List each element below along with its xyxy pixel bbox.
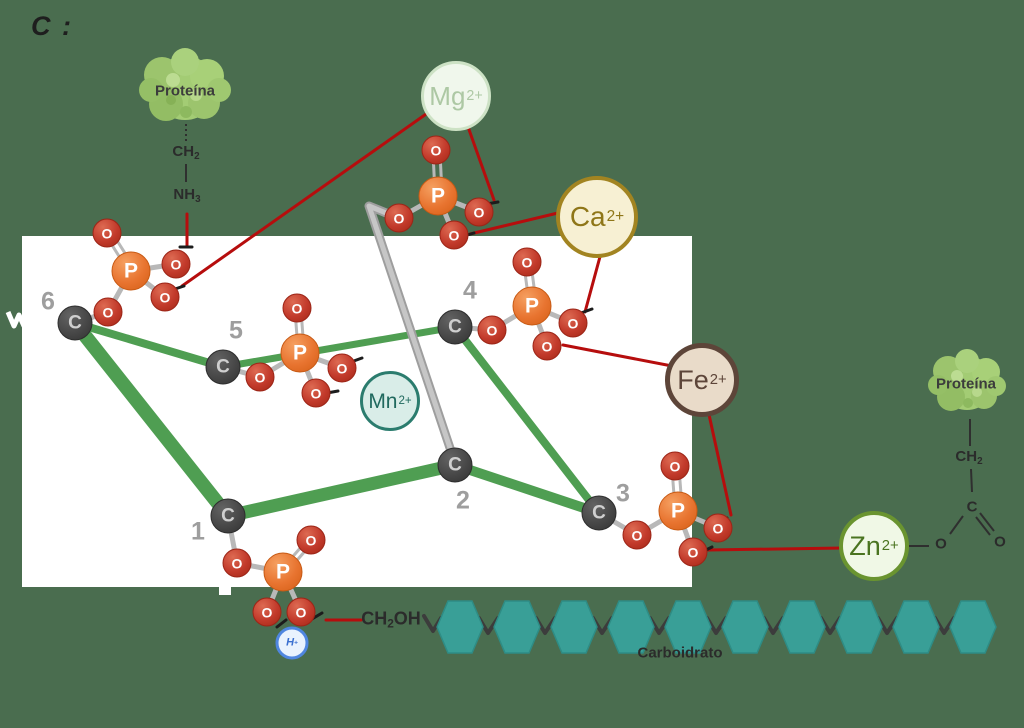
oxygen-atom: O (660, 451, 690, 481)
oxygen-atom: O (282, 293, 312, 323)
ring-number-1: 1 (191, 517, 205, 546)
oxygen-atom: O (296, 525, 326, 555)
proton-circle: H+ (275, 626, 309, 660)
oxygen-atom: O (92, 218, 122, 248)
oxygen-atom: O (327, 353, 357, 383)
oxygen-atom: O (703, 513, 733, 543)
oxygen-atom: O (512, 247, 542, 277)
oxygen-atom: O (477, 315, 507, 345)
nh3-group: NH3 (173, 186, 201, 205)
protein-blob-left (139, 48, 231, 121)
oxygen-atom: O (150, 282, 180, 312)
carbohydrate-unit (778, 600, 826, 654)
ring-number-2: 2 (456, 486, 470, 515)
carbohydrate-unit (721, 600, 769, 654)
carbohydrate-unit (892, 600, 940, 654)
mg-symbol: Mg (429, 81, 466, 111)
coordination-lines (180, 110, 845, 622)
oxygen-atom: O (678, 537, 708, 567)
oxygen-atom: O (252, 597, 282, 627)
oxygen-atom: O (286, 597, 316, 627)
carboxyl-carbon-label: C (966, 498, 978, 516)
carbohydrate-unit (550, 600, 598, 654)
oxygen-atom: O (558, 308, 588, 338)
oxygen-atom: O (622, 520, 652, 550)
phosphorus-atom: P (512, 286, 552, 326)
carbohydrate-unit (835, 600, 883, 654)
phosphorus-atom: P (418, 176, 458, 216)
oxygen-atom: O (532, 331, 562, 361)
carbon-atom-4: C (437, 309, 473, 345)
canvas-panel (22, 236, 692, 587)
carbon-atom-5: C (205, 349, 241, 385)
oxygen-atom: O (93, 297, 123, 327)
carbon-atom-3: C (581, 495, 617, 531)
ca-symbol: Ca (569, 201, 606, 232)
proton-symbol: H (286, 636, 295, 649)
carbon-atom-6: C (57, 305, 93, 341)
carboxyl-oxygen-single-label: O (935, 535, 947, 553)
charge-dashes (170, 200, 729, 629)
oxygen-atom: O (421, 135, 451, 165)
fe-symbol: Fe (677, 364, 709, 395)
carbohydrate-chain (422, 600, 997, 654)
phosphorus-atom: P (658, 491, 698, 531)
ring-number-4: 4 (463, 276, 477, 305)
white-w-mark (5, 311, 33, 329)
carbohydrate-unit (607, 600, 655, 654)
carbohydrate-label: Carboidrato (637, 644, 723, 662)
carbohydrate-unit (493, 600, 541, 654)
phosphorus-atom: P (280, 333, 320, 373)
ch2-group-left: CH2 (172, 143, 200, 162)
carbon-atom-2: C (437, 447, 473, 483)
phosphorus-atom: P (263, 552, 303, 592)
protein-arm-bonds (185, 124, 995, 547)
oxygen-atom: O (161, 249, 191, 279)
ring-number-3: 3 (616, 479, 630, 508)
carbon-atom-1: C (210, 498, 246, 534)
oxygen-atom: O (384, 203, 414, 233)
phosphorus-atom: P (111, 251, 151, 291)
page-title: C : (31, 11, 73, 41)
oxygen-atom: O (439, 220, 469, 250)
inositol-ring-bonds (68, 316, 604, 523)
oxygen-atom: O (222, 548, 252, 578)
carbohydrate-unit (436, 600, 484, 654)
ch2oh-label: CH2OH (361, 608, 421, 631)
canvas-notch (219, 587, 231, 595)
oxygen-atom: O (464, 197, 494, 227)
carbohydrate-unit (664, 600, 712, 654)
mn-symbol: Mn (368, 389, 398, 413)
protein-label-left: Proteína (154, 82, 216, 100)
ring-number-5: 5 (229, 316, 243, 345)
carboxyl-oxygen-double-label: O (994, 533, 1006, 551)
zn-symbol: Zn (849, 530, 881, 561)
carbohydrate-unit (949, 600, 997, 654)
oxygen-atom: O (245, 362, 275, 392)
oxygen-atom: O (301, 378, 331, 408)
ch2-group-right: CH2 (955, 448, 983, 467)
ring-number-6: 6 (41, 287, 55, 316)
protein-blob-right (928, 349, 1006, 411)
protein-label-right: Proteína (935, 375, 997, 393)
